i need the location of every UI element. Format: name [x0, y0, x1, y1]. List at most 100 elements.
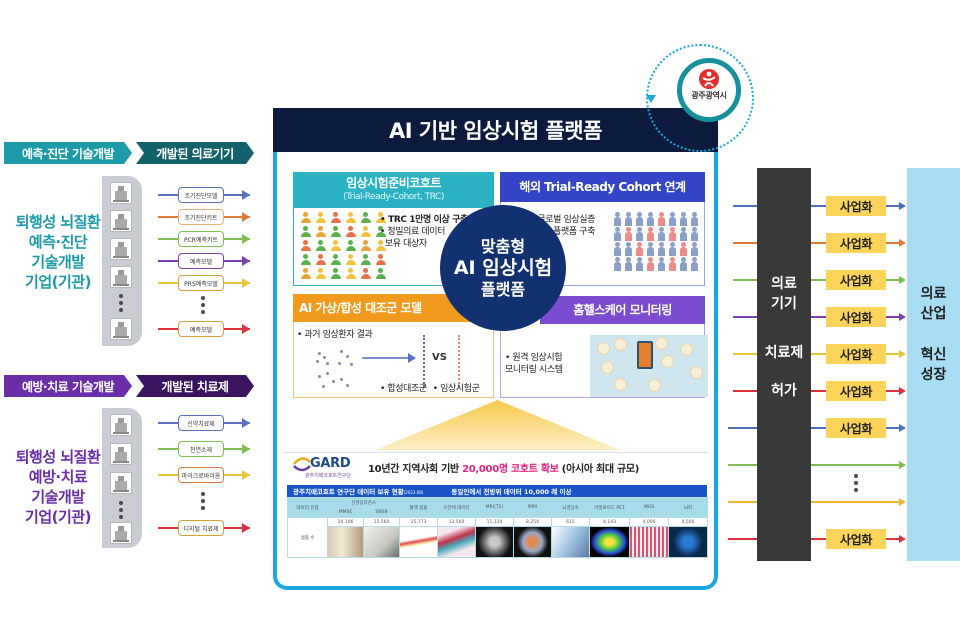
building-icon [110, 443, 132, 465]
trc-header: 임상시험준비코호트 (Trial-Ready-Cohort, TRC) [293, 172, 494, 208]
trc-title: 임상시험준비코호트 [346, 176, 441, 190]
product-label: 천연소재 [178, 441, 224, 457]
device-icon [648, 379, 661, 392]
product-label: 디지털 치료제 [178, 520, 224, 536]
device-icon [690, 366, 703, 379]
caption-suffix: (아시아 최대 규모) [558, 464, 640, 475]
flow-line [733, 353, 757, 355]
org-label-line: 기업(기관) [25, 508, 91, 526]
row-label: 샘플 수 [287, 517, 328, 558]
gard-caption: 10년간 지역사회 기반 20,000명 코호트 확보 (아시아 최대 규모) [368, 460, 639, 475]
center-line-2: AI 임상시험 [453, 256, 553, 279]
arrow-right-icon [242, 212, 250, 222]
product-label: PCR예측키트 [178, 231, 224, 247]
column-header: MMSE [327, 507, 364, 518]
company-strip [102, 176, 142, 346]
arrow-right-icon [242, 278, 250, 288]
flow-line [728, 464, 757, 466]
arrow-right-icon [899, 313, 906, 321]
caption-prefix: 10년간 지역사회 기반 [368, 464, 463, 475]
synthetic-control-column [423, 335, 425, 387]
flow-line [811, 427, 826, 429]
product-label: 예측모델 [178, 253, 224, 269]
legend-synthetic-control: • 합성대조군 [380, 384, 427, 394]
org-label-prediction: 퇴행성 뇌질환 예측·진단 기술개발 기업(기관) [4, 212, 112, 292]
building-icon [110, 210, 132, 232]
building-icon [110, 522, 132, 544]
arrow-right-icon [242, 444, 250, 454]
flow-line [728, 501, 757, 503]
org-label-treatment: 퇴행성 뇌질환 예방·치료 기술개발 기업(기관) [4, 447, 112, 527]
table-cell: 4,500 [668, 517, 708, 527]
synthetic-title: AI 가상/합성 대조군 모델 [299, 301, 422, 315]
overseas-title: 해외 Trial-Ready Cohort 연계 [519, 180, 686, 194]
flow-line [811, 538, 826, 540]
flow-line [886, 242, 900, 244]
flow-line [728, 538, 757, 540]
table-row-counts: 샘플 수 20,106 13,560 15,773 13,560 11,120 … [287, 517, 708, 558]
trial-group-column [458, 335, 460, 387]
industry-line: 의료 [920, 286, 947, 302]
city-name: 광주광역시 [691, 91, 727, 100]
ellipsis-icon [201, 492, 205, 510]
product-label: PRS예측모델 [178, 275, 224, 291]
flow-line [886, 353, 900, 355]
bullet-text: • TRC 1만명 이상 구축 [380, 215, 468, 225]
homecare-bullets: • 원격 임상시험 모니터링 시스템 [505, 352, 563, 376]
flow-line [811, 353, 826, 355]
bullet-text: • 원격 임상시험 [505, 353, 563, 363]
approval-line: 기기 [771, 296, 797, 312]
gwangju-emblem-icon [699, 69, 719, 89]
ellipsis-icon [119, 501, 123, 519]
device-icon [680, 343, 693, 356]
industry-line: 산업 [920, 306, 947, 322]
org-label-line: 기술개발 [31, 253, 85, 271]
thumb-blood-sample [399, 526, 438, 558]
table-cell: 20,106 [327, 517, 364, 527]
approval-line: 치료제 [764, 345, 804, 361]
product-item: 마이크로바이옴 [158, 467, 250, 483]
org-label-line: 퇴행성 뇌질환 [15, 448, 101, 466]
building-icon [110, 318, 132, 340]
industry-line: 성장 [920, 367, 947, 383]
column-header: 유전체 데이터 [437, 497, 476, 518]
platform-title: AI 기반 임상시험 플랫폼 [273, 108, 718, 152]
arrow-right-icon [899, 387, 906, 395]
column-header: 데이터 유형 [287, 497, 328, 518]
thumb-cognitive-test [327, 526, 364, 558]
step-label-prediction-dev: 예측·진단 기술개발 [4, 142, 132, 164]
column-header: MRI(T1) [475, 497, 514, 518]
approval-line: 의료 [771, 276, 797, 292]
org-label-line: 기술개발 [31, 488, 85, 506]
data-table-title-bar: 광주치매코호트 연구단 데이터 보유 현황(2023.08) 동일인에서 전방위… [287, 485, 707, 497]
vs-label: VS [432, 352, 447, 363]
flow-line [886, 427, 900, 429]
flow-line [733, 205, 757, 207]
table-bar-left: 광주치매코호트 연구단 데이터 보유 현황(2023.08) [293, 486, 423, 496]
column-header: 아밀로이드 PET [589, 497, 630, 518]
commercialize-box: 사업화 [826, 307, 886, 327]
table-cell: 11,120 [475, 517, 514, 527]
device-icon [597, 342, 610, 355]
thumb-fmri [513, 526, 552, 558]
product-label: 조기진단키트 [178, 209, 224, 225]
building-icon [110, 472, 132, 494]
building-icon [110, 266, 132, 288]
thumb-genome [437, 526, 476, 558]
table-cell: 615 [551, 517, 590, 527]
product-item: 신약치료제 [158, 415, 250, 431]
flow-line [733, 390, 757, 392]
column-header: WGS [629, 497, 669, 518]
table-cell: 15,773 [399, 517, 438, 527]
building-icon [110, 182, 132, 204]
approval-column: 의료 기기 치료제 허가 [757, 168, 811, 561]
product-item: 조기진단키트 [158, 209, 250, 225]
bullet-text: 모니터링 시스템 [505, 365, 563, 375]
trc-bullets: • TRC 1만명 이상 구축 • 정밀의료 데이터 보유 대상자 [380, 214, 468, 250]
smartphone-icon [637, 341, 653, 369]
flow-line [811, 464, 900, 466]
step-label-developed-therapeutics: 개발된 치료제 [136, 375, 254, 397]
overseas-header: 해외 Trial-Ready Cohort 연계 [500, 172, 705, 202]
arrow-right-icon [899, 424, 906, 432]
device-icon [655, 337, 668, 350]
